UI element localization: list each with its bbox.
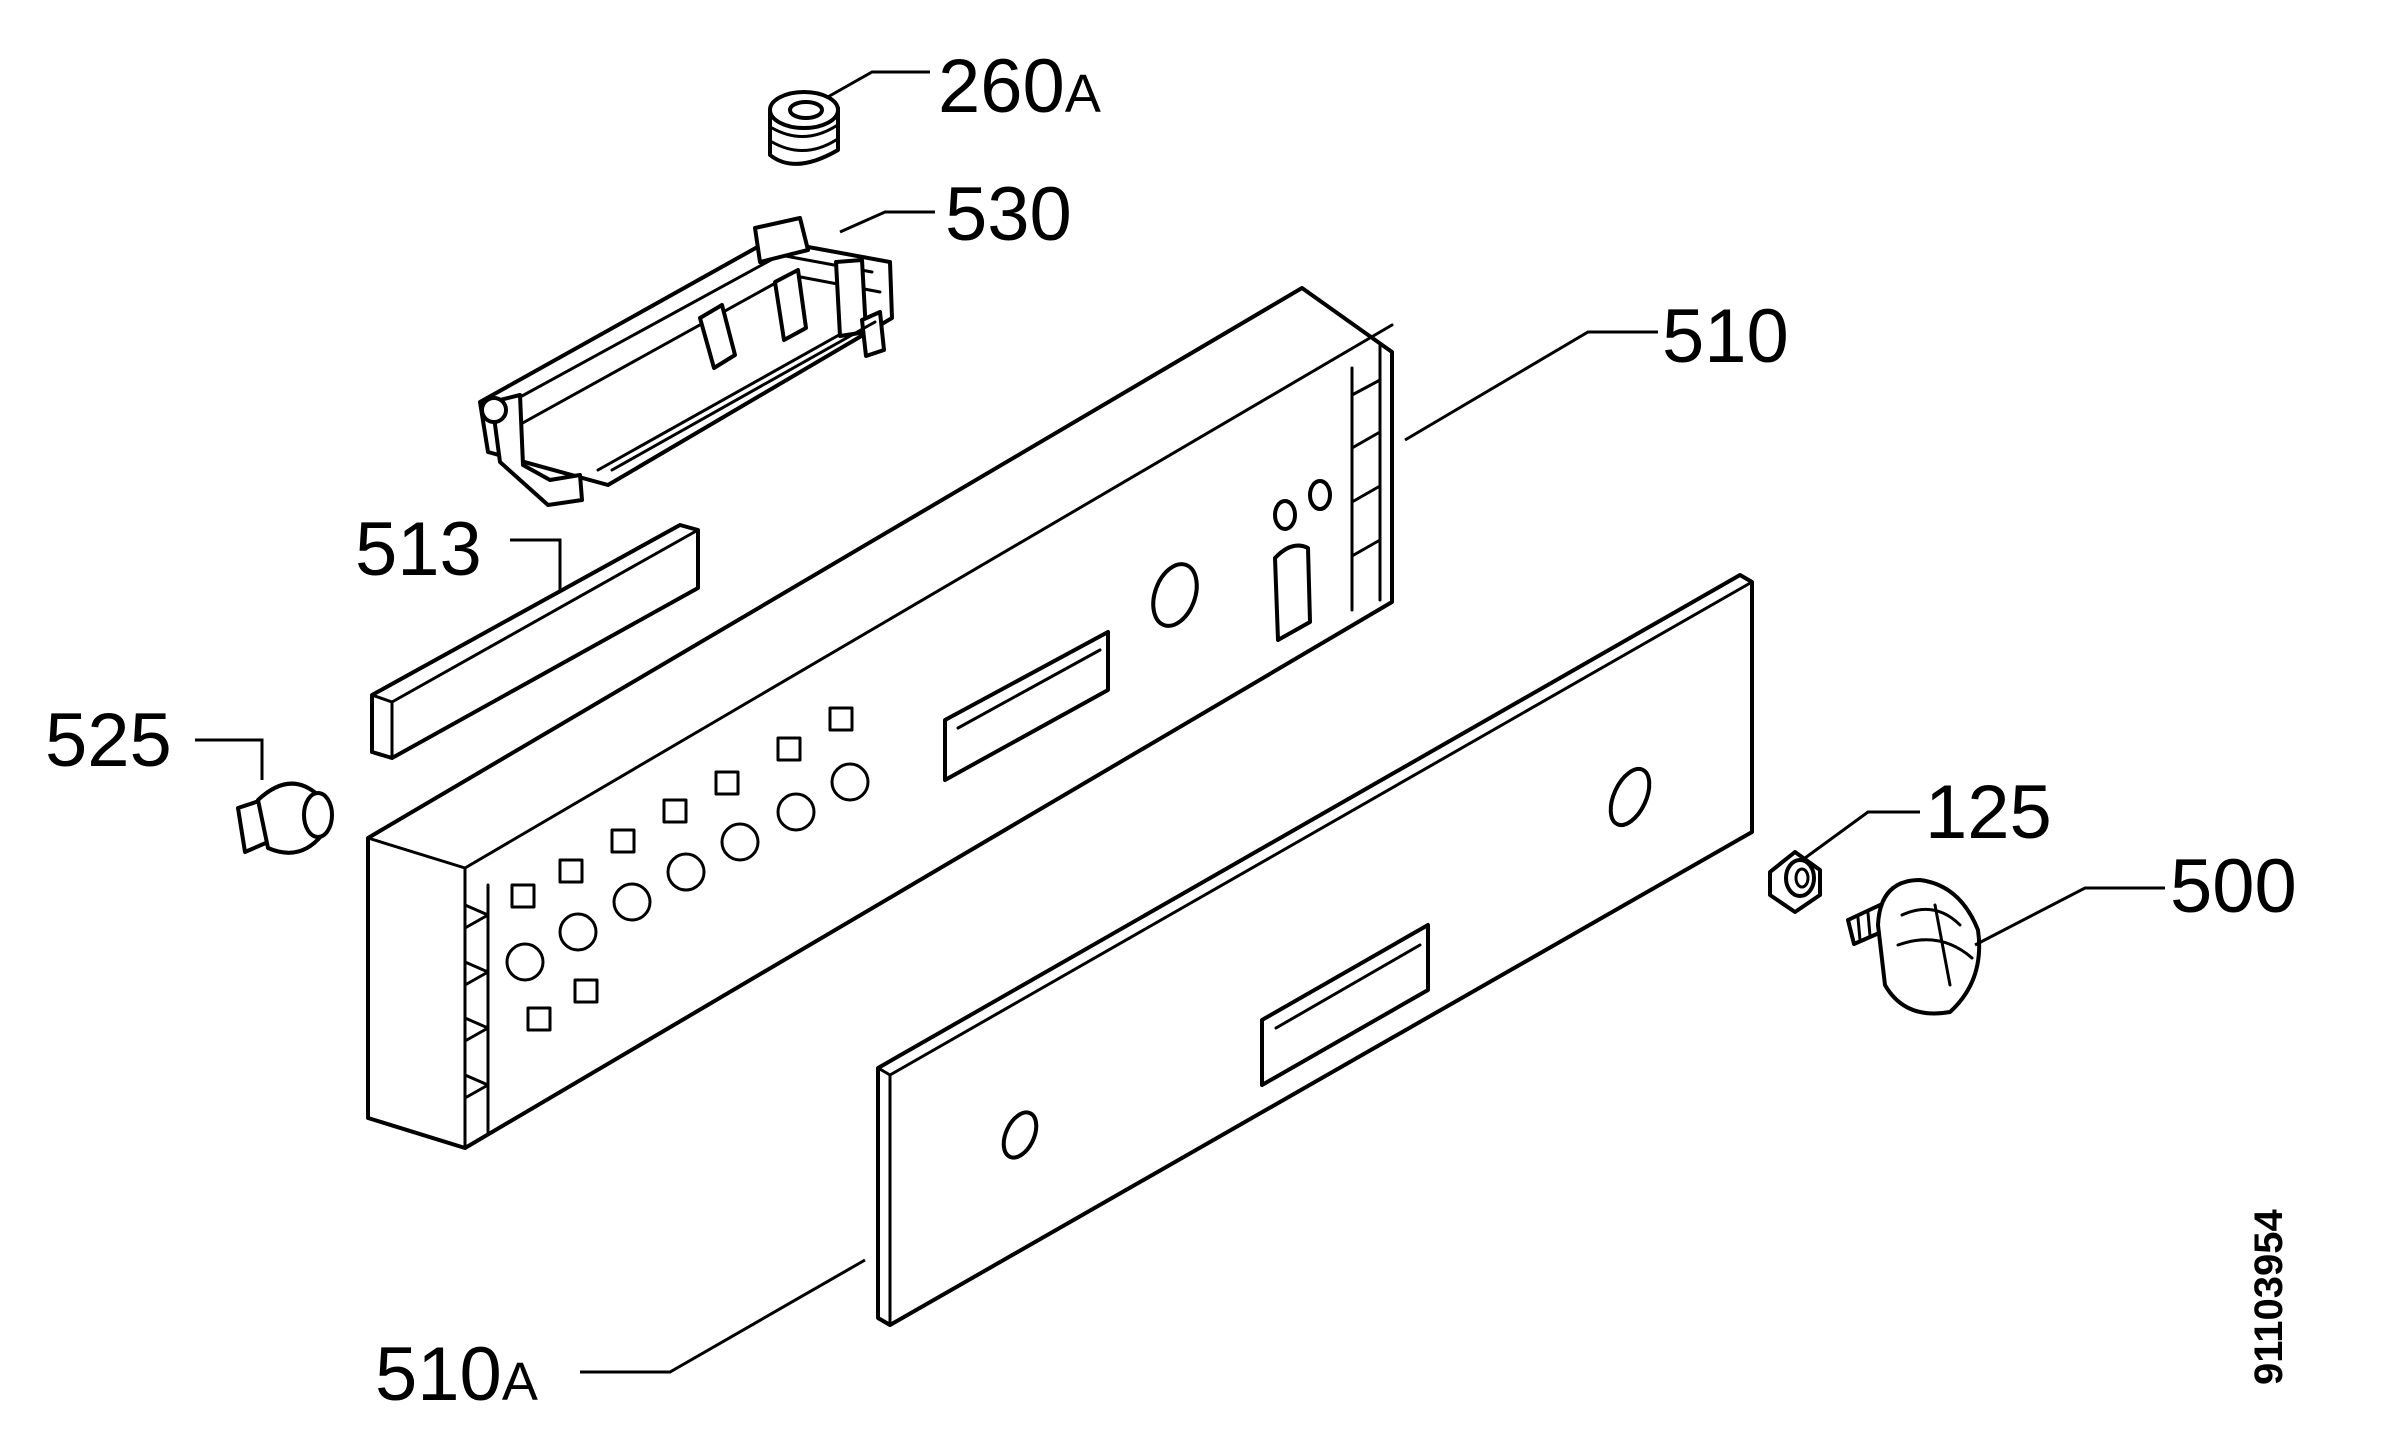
callout-500: 500: [2170, 844, 2297, 929]
callout-labels: 260A 530 510 513 525 125 500 510A: [45, 44, 2297, 1417]
part-125-bushing: [1768, 850, 1822, 914]
callout-513: 513: [355, 507, 482, 592]
callout-510a: 510A: [375, 1332, 538, 1417]
leader-lines: [195, 70, 2165, 1374]
callout-525: 525: [45, 698, 172, 783]
callout-125: 125: [1925, 770, 2052, 855]
part-500-knob: [1846, 878, 1982, 1016]
callout-510: 510: [1662, 294, 1789, 379]
part-513-strip: [370, 523, 700, 760]
callout-530: 530: [945, 172, 1072, 257]
callout-260a: 260A: [938, 44, 1101, 129]
document-number: 91103954: [2247, 1208, 2291, 1385]
part-260a-grommet: [768, 90, 840, 166]
part-525-button: [236, 781, 334, 855]
part-530-bracket: [478, 216, 894, 507]
part-510-panel-housing: [366, 286, 1394, 1150]
part-510a-front-plate: [876, 573, 1754, 1327]
